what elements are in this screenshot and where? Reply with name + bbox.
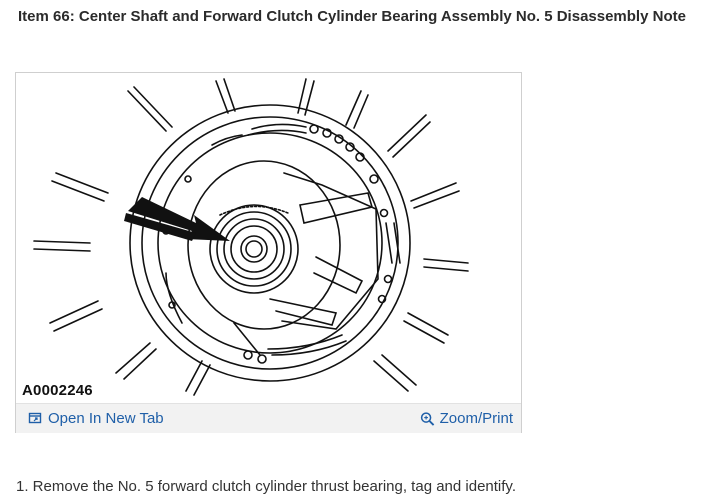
instruction-step-1: 1. Remove the No. 5 forward clutch cylin… (16, 478, 516, 495)
zoom-print-label: Zoom/Print (439, 410, 513, 427)
open-in-new-tab-link[interactable]: Open In New Tab (28, 410, 164, 427)
new-tab-icon (28, 411, 43, 426)
figure-toolbar: Open In New Tab Zoom/Print (16, 403, 521, 433)
pointer-arrow-icon (128, 197, 230, 241)
figure-panel: A0002246 Open In New Tab Zoo (15, 72, 522, 433)
open-in-new-tab-label: Open In New Tab (48, 410, 164, 427)
zoom-print-link[interactable]: Zoom/Print (420, 410, 513, 427)
clutch-cylinder-illustration[interactable] (16, 73, 521, 403)
magnifier-icon (420, 411, 435, 426)
figure-id-label: A0002246 (22, 382, 93, 399)
page-title: Item 66: Center Shaft and Forward Clutch… (18, 8, 686, 25)
